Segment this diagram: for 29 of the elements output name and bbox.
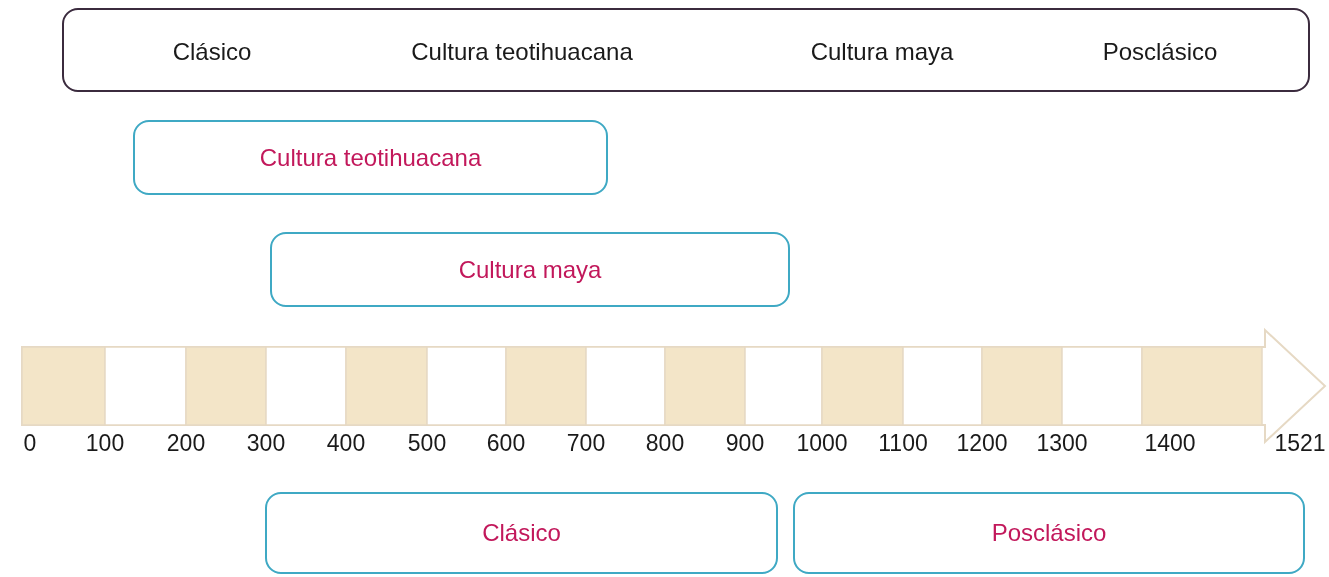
year-label: 600 bbox=[486, 430, 526, 457]
year-label: 1200 bbox=[956, 430, 1008, 457]
year-label: 1100 bbox=[878, 430, 928, 457]
year-label: 1400 bbox=[1144, 430, 1196, 457]
year-label: 1000 bbox=[796, 430, 848, 457]
word-option: Clásico bbox=[172, 38, 252, 66]
answer-box bbox=[265, 492, 778, 574]
year-label: 1300 bbox=[1036, 430, 1088, 457]
year-label: 700 bbox=[566, 430, 606, 457]
answer-text: Posclásico bbox=[991, 519, 1107, 547]
answer-text: Clásico bbox=[482, 519, 561, 547]
answer-text: Cultura maya bbox=[458, 255, 602, 284]
year-label: 200 bbox=[166, 430, 206, 457]
word-bank-box bbox=[62, 8, 1310, 92]
year-label: 400 bbox=[326, 430, 366, 457]
word-option: Cultura maya bbox=[810, 38, 954, 66]
answer-box bbox=[133, 120, 608, 195]
year-label: 500 bbox=[407, 430, 447, 457]
year-label: 1521 bbox=[1274, 430, 1326, 457]
answer-box bbox=[793, 492, 1305, 574]
answer-text: Cultura teotihuacana bbox=[259, 143, 482, 172]
answer-box bbox=[270, 232, 790, 307]
year-label: 0 bbox=[23, 430, 37, 457]
word-option: Cultura teotihuacana bbox=[411, 38, 633, 66]
year-label: 900 bbox=[725, 430, 765, 457]
year-label: 100 bbox=[85, 430, 125, 457]
word-option: Posclásico bbox=[1102, 38, 1218, 66]
year-label: 800 bbox=[645, 430, 685, 457]
year-label: 300 bbox=[246, 430, 286, 457]
